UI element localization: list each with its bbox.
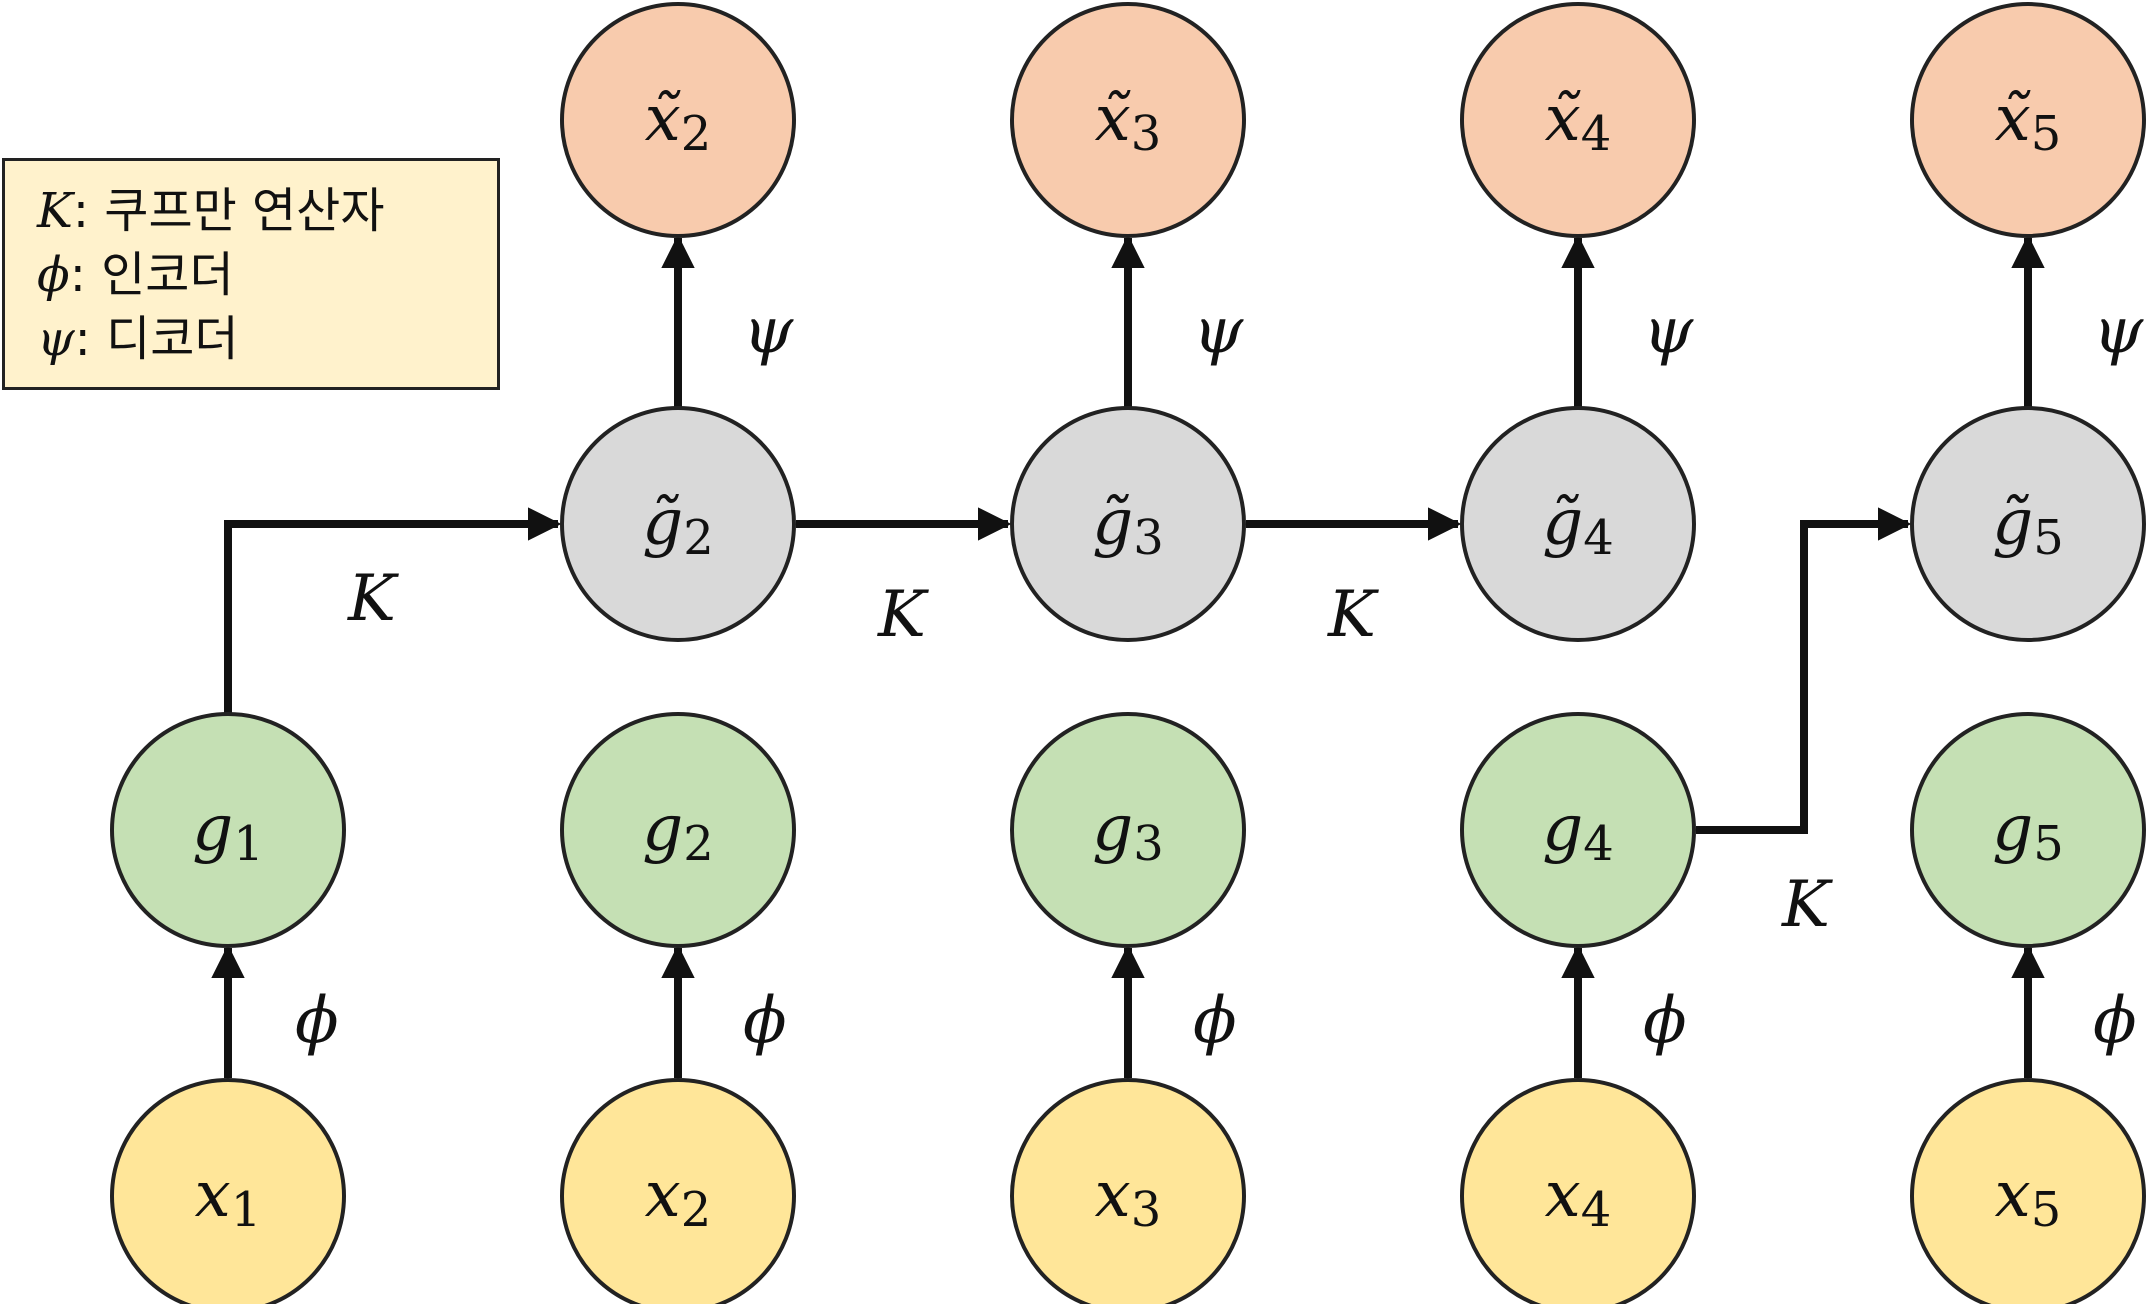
node-x-tilde-4: x̃4 [1460,2,1696,238]
node-label: x̃2 [645,82,712,162]
node-label: g2 [642,792,714,872]
node-label: g̃4 [1542,486,1614,566]
row-encoded: g1 g2 g3 g4 g5 [110,712,2146,948]
node-circle [1910,406,2146,642]
koopman-label-4: K [1781,868,1833,942]
node-g-2: g2 [560,712,796,948]
node-label: x3 [1095,1158,1162,1238]
node-x-3: x3 [1010,1078,1246,1304]
node-circle [110,1078,346,1304]
encoder-label-1: ϕ [295,984,339,1058]
koopman-label-2: K [877,578,929,652]
koopman-arrow-g4-to-g5tilde [1696,507,1912,834]
node-label: g̃3 [1092,486,1164,566]
node-label: x̃4 [1545,82,1612,162]
node-circle [1460,712,1696,948]
decoder-label-4: ψ [1643,294,1694,368]
node-label: g3 [1092,792,1164,872]
node-circle [1460,406,1696,642]
node-label: x2 [645,1158,712,1238]
legend-item-encoder: ϕ: 인코더 [37,243,497,307]
koopman-label-3: K [1327,578,1379,652]
node-label: g1 [192,792,264,872]
node-circle [1010,1078,1246,1304]
node-circle [1010,712,1246,948]
node-circle [1010,406,1246,642]
node-label: g5 [1992,792,2064,872]
node-g-3: g3 [1010,712,1246,948]
node-g-1: g1 [110,712,346,948]
decoder-label-5: ψ [2093,294,2144,368]
node-x-2: x2 [560,1078,796,1304]
legend-text: : 인코더 [69,247,234,303]
encoder-label-3: ϕ [1193,984,1237,1058]
koopman-label-1: K [347,562,399,636]
legend-item-koopman: K: 쿠프만 연산자 [37,179,497,243]
encoder-label-2: ϕ [743,984,787,1058]
node-label: x1 [195,1158,262,1238]
node-circle [560,712,796,948]
node-circle [560,2,796,238]
node-label: x4 [1545,1158,1612,1238]
node-circle [1910,1078,2146,1304]
legend-symbol: K [37,183,73,239]
node-g-tilde-5: g̃5 [1910,406,2146,642]
encoder-label-4: ϕ [1643,984,1687,1058]
node-circle [560,1078,796,1304]
legend-symbol: ψ [37,311,75,367]
row-predicted: g̃2 g̃3 g̃4 g̃5 [560,406,2146,642]
node-circle [1460,1078,1696,1304]
decoder-label-2: ψ [743,294,794,368]
node-label: x̃5 [1995,82,2062,162]
node-label: g̃2 [642,486,714,566]
node-g-5: g5 [1910,712,2146,948]
node-g-tilde-2: g̃2 [560,406,796,642]
row-input: x1 x2 x3 x4 x5 [110,1078,2146,1304]
node-x-tilde-5: x̃5 [1910,2,2146,238]
legend-box: K: 쿠프만 연산자 ϕ: 인코더 ψ: 디코더 [2,158,500,390]
encoder-label-5: ϕ [2093,984,2137,1058]
edge-labels: ϕ ϕ ϕ ϕ ϕ ψ ψ ψ ψ K K K K [295,294,2144,1058]
node-label: x5 [1995,1158,2062,1238]
node-circle [110,712,346,948]
legend-text: : 쿠프만 연산자 [72,183,385,239]
node-g-tilde-3: g̃3 [1010,406,1246,642]
koopman-arrow-g1-to-g2tilde [224,507,562,714]
node-circle [1910,2,2146,238]
row-decoded: x̃2 x̃3 x̃4 x̃5 [560,2,2146,238]
node-x-tilde-3: x̃3 [1010,2,1246,238]
node-circle [1010,2,1246,238]
node-circle [1460,2,1696,238]
node-g-4: g4 [1460,712,1696,948]
node-g-tilde-4: g̃4 [1460,406,1696,642]
node-label: x̃3 [1095,82,1162,162]
node-x-4: x4 [1460,1078,1696,1304]
node-x-5: x5 [1910,1078,2146,1304]
node-x-1: x1 [110,1078,346,1304]
legend-item-decoder: ψ: 디코더 [37,307,497,371]
decoder-label-3: ψ [1193,294,1244,368]
edges [211,234,2045,1078]
node-circle [560,406,796,642]
node-circle [1910,712,2146,948]
legend-text: : 디코더 [74,311,239,367]
node-x-tilde-2: x̃2 [560,2,796,238]
node-label: g̃5 [1992,486,2064,566]
node-label: g4 [1542,792,1614,872]
legend-symbol: ϕ [37,247,70,303]
